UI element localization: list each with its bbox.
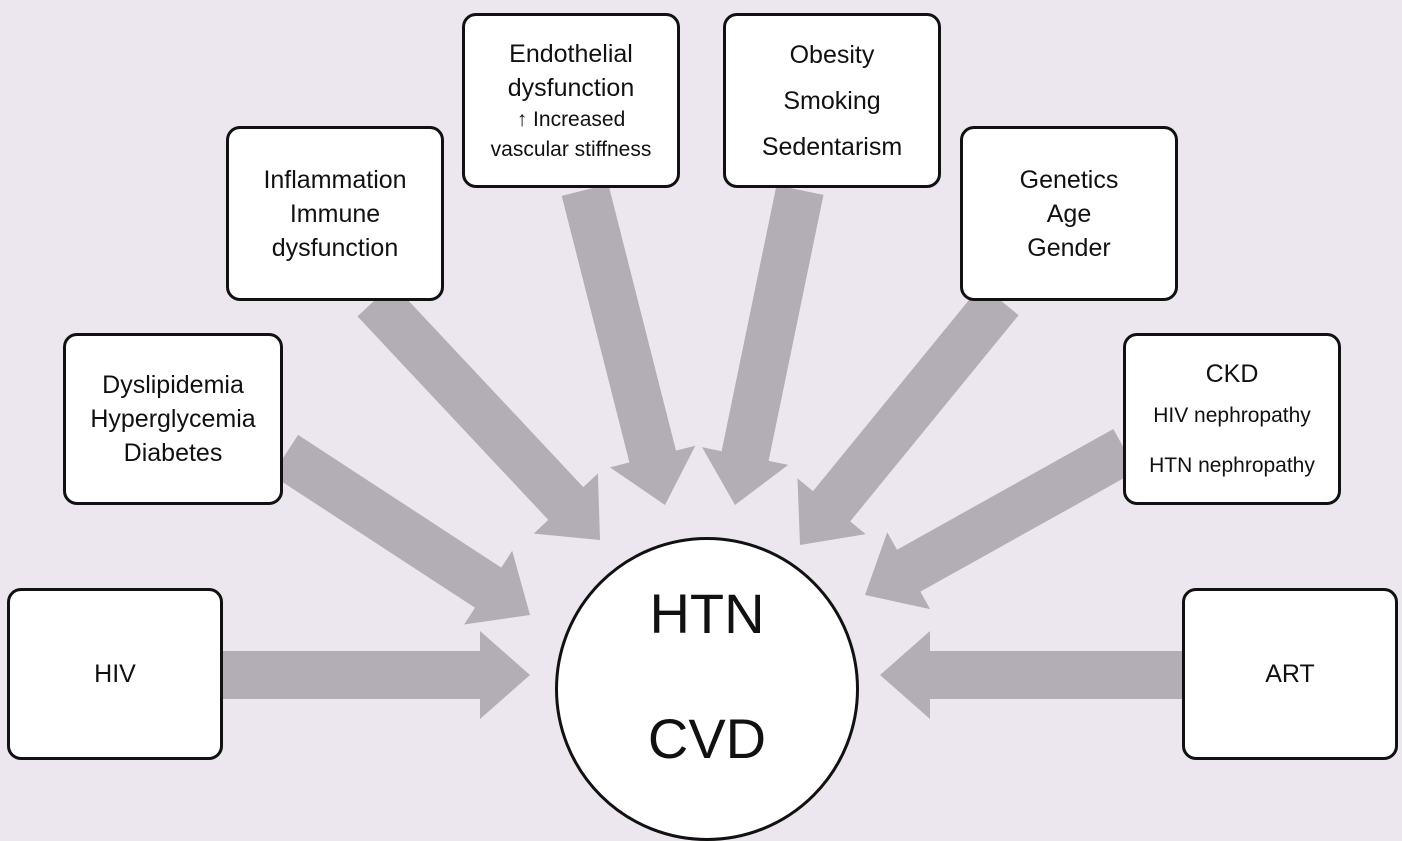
cvd-label: CVD [647, 707, 767, 770]
arrow-inflammation [357, 283, 600, 540]
endothelial-box: Endothelial dysfunction ↑ Increased vasc… [462, 13, 680, 188]
obesity-label: Obesity [789, 40, 875, 69]
arrow-metabolic [271, 434, 530, 625]
increased-label: ↑ Increased [516, 107, 626, 131]
arrow-art [880, 631, 1182, 719]
inflammation-label: Inflammation [263, 165, 407, 194]
lifestyle-box: Obesity Smoking Sedentarism [723, 13, 941, 188]
genetics-label: Genetics [1019, 165, 1119, 194]
arrow-renal [865, 429, 1137, 610]
arrow-endothelial [561, 184, 696, 505]
ckd-label: CKD [1205, 360, 1259, 388]
renal-box: CKD HIV nephropathy HTN nephropathy [1123, 333, 1341, 505]
hiv-box: HIV [7, 588, 223, 760]
arrow-hiv [222, 631, 530, 719]
htn-nephropathy-label: HTN nephropathy [1149, 454, 1315, 477]
age-label: Age [1046, 199, 1092, 228]
htn-label: HTN [649, 582, 765, 645]
hiv-nephropathy-label: HIV nephropathy [1153, 404, 1311, 427]
dyslipidemia-label: Dyslipidemia [102, 371, 244, 399]
vascular-stiffness-label: vascular stiffness [490, 137, 652, 161]
smoking-label: Smoking [783, 86, 881, 115]
endothelial-dysfunction-label: dysfunction [507, 73, 635, 102]
arrow-demographic [797, 284, 1019, 545]
demographic-box: Genetics Age Gender [960, 126, 1178, 301]
hiv-label: HIV [94, 660, 136, 688]
metabolic-box: Dyslipidemia Hyperglycemia Diabetes [63, 333, 283, 505]
gender-label: Gender [1027, 233, 1111, 262]
endothelial-label: Endothelial [509, 39, 633, 68]
hyperglycemia-label: Hyperglycemia [90, 405, 256, 433]
htn-cvd-circle: HTN CVD [555, 537, 859, 841]
arrow-lifestyle [702, 185, 824, 505]
art-box: ART [1182, 588, 1398, 760]
sedentarism-label: Sedentarism [761, 132, 903, 161]
immune-label: Immune [289, 199, 381, 228]
inflammation-box: Inflammation Immune dysfunction [226, 126, 444, 301]
art-label: ART [1265, 660, 1315, 688]
immune-dysfunction-label: dysfunction [271, 233, 399, 262]
diabetes-label: Diabetes [123, 439, 223, 467]
